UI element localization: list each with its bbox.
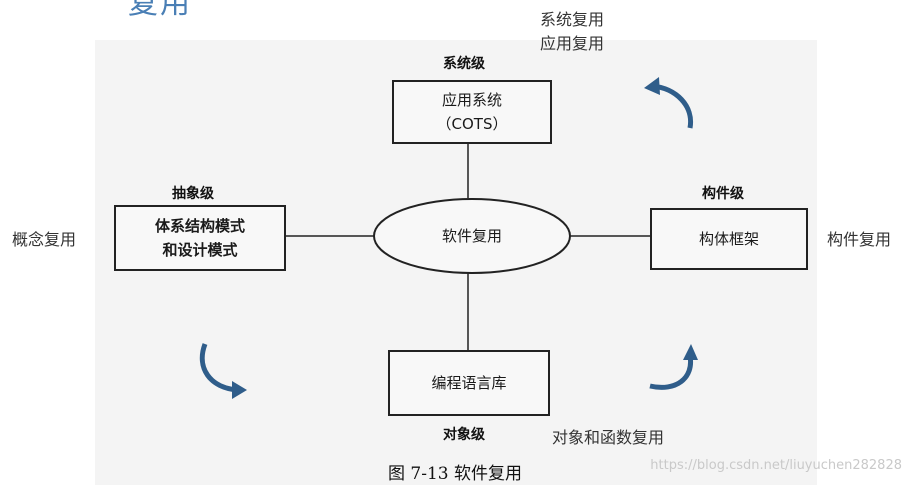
- side-label-object-function-reuse: 对象和函数复用: [552, 428, 665, 447]
- box-line: （COTS）: [436, 115, 508, 133]
- level-label-component: 构件级: [702, 186, 744, 202]
- side-label-application-reuse: 应用复用: [540, 34, 605, 53]
- curved-arrow-bottom-right: [649, 355, 694, 390]
- box-line: 应用系统: [441, 91, 502, 109]
- box-architecture-patterns: 体系结构模式 和设计模式: [114, 205, 286, 271]
- side-label-component-reuse: 构件复用: [827, 230, 892, 249]
- center-label-text: 软件复用: [441, 227, 502, 245]
- figure-caption: 图 7-13 软件复用: [388, 464, 522, 484]
- box-framework: 构体框架: [650, 208, 808, 270]
- arrowhead-top-right: [644, 77, 660, 95]
- center-label: 软件复用: [400, 222, 544, 250]
- box-line: 构体框架: [698, 230, 759, 248]
- curved-arrow-bottom-left: [199, 343, 239, 393]
- box-line: 体系结构模式: [154, 217, 245, 235]
- box-line: 和设计模式: [162, 241, 238, 259]
- watermark: https://blog.csdn.net/liuyuchen282828: [650, 458, 902, 473]
- side-label-concept-reuse: 概念复用: [12, 230, 77, 249]
- center-ellipse: [373, 198, 571, 274]
- heading-fragment: 复用: [128, 0, 192, 21]
- arrowhead-bottom-right: [683, 344, 698, 360]
- side-label-system-reuse: 系统复用: [540, 10, 605, 29]
- level-label-abstract: 抽象级: [172, 186, 214, 202]
- box-language-library: 编程语言库: [388, 350, 550, 416]
- box-line: 编程语言库: [431, 374, 507, 392]
- box-application-system: 应用系统 （COTS）: [392, 80, 552, 144]
- level-label-object: 对象级: [443, 427, 485, 443]
- arrowhead-bottom-left: [232, 381, 247, 399]
- level-label-system: 系统级: [443, 56, 485, 72]
